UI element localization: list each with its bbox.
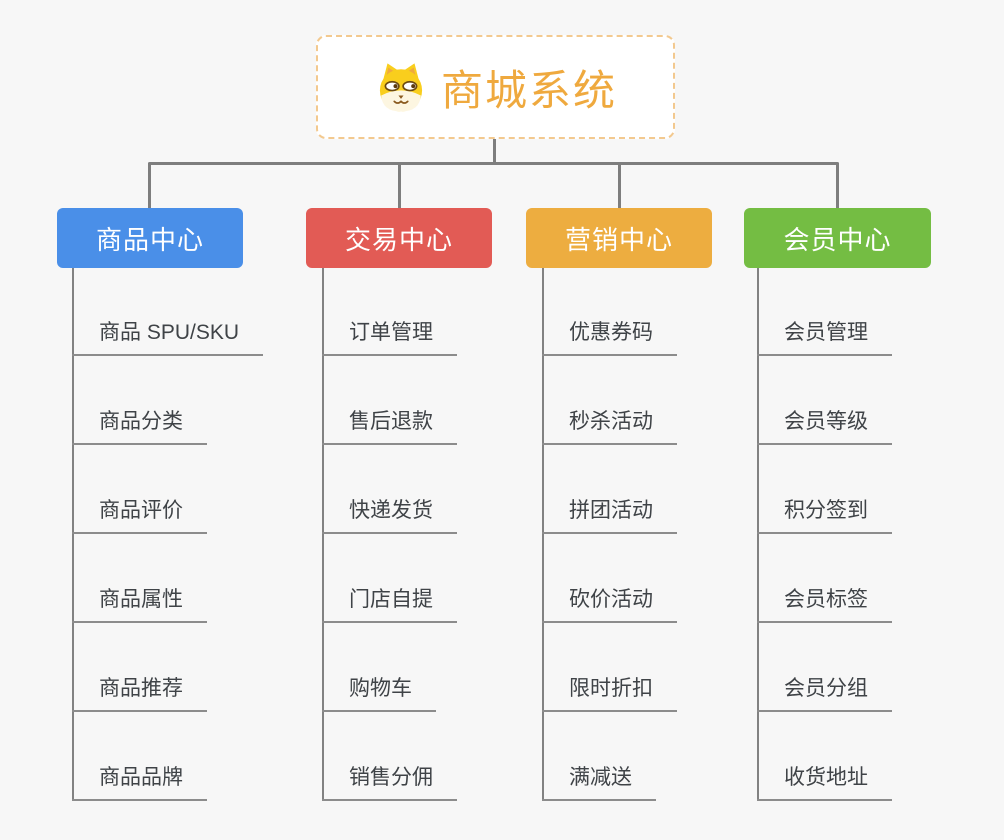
leaf-node[interactable]: 商品品牌 [72,766,207,801]
leaf-node[interactable]: 购物车 [322,677,436,712]
connector-spine-1 [72,268,74,801]
branch-items-column-trade: 订单管理 售后退款 快递发货 门店自提 购物车 销售分佣 [322,321,457,801]
leaf-node[interactable]: 会员分组 [757,677,892,712]
branch-node-product-center[interactable]: 商品中心 [57,208,243,268]
connector-root-stem [493,139,496,163]
leaf-node[interactable]: 订单管理 [322,321,457,356]
root-title: 商城系统 [440,66,617,114]
leaf-node[interactable]: 商品推荐 [72,677,207,712]
connector-bus [148,162,839,165]
branch-node-marketing-center[interactable]: 营销中心 [526,208,712,268]
connector-leg-1 [148,163,151,209]
branch-node-member-center[interactable]: 会员中心 [744,208,931,268]
leaf-node[interactable]: 会员标签 [757,588,892,623]
branch-node-trade-center[interactable]: 交易中心 [306,208,492,268]
leaf-node[interactable]: 商品 SPU/SKU [72,321,264,356]
leaf-node[interactable]: 拼团活动 [542,499,677,534]
leaf-node[interactable]: 商品分类 [72,410,207,445]
leaf-node[interactable]: 秒杀活动 [542,410,677,445]
connector-spine-2 [322,268,324,801]
leaf-node[interactable]: 门店自提 [322,588,457,623]
leaf-node[interactable]: 商品评价 [72,499,207,534]
leaf-node[interactable]: 砍价活动 [542,588,677,623]
leaf-node[interactable]: 限时折扣 [542,677,677,712]
connector-leg-2 [398,163,401,209]
branch-items-column-marketing: 优惠券码 秒杀活动 拼团活动 砍价活动 限时折扣 满减送 [542,321,677,801]
connector-spine-4 [757,268,759,801]
connector-leg-4 [836,163,839,209]
leaf-node[interactable]: 售后退款 [322,410,457,445]
dog-icon [379,63,423,112]
leaf-node[interactable]: 会员等级 [757,410,892,445]
root-node[interactable]: 商城系统 [316,35,675,139]
leaf-node[interactable]: 会员管理 [757,321,892,356]
branch-items-column-member: 会员管理 会员等级 积分签到 会员标签 会员分组 收货地址 [757,321,892,801]
leaf-node[interactable]: 优惠券码 [542,321,677,356]
leaf-node[interactable]: 商品属性 [72,588,207,623]
leaf-node[interactable]: 收货地址 [757,766,892,801]
connector-spine-3 [542,268,544,801]
branch-items-column-product: 商品 SPU/SKU 商品分类 商品评价 商品属性 商品推荐 商品品牌 [72,321,264,801]
leaf-node[interactable]: 销售分佣 [322,766,457,801]
leaf-node[interactable]: 积分签到 [757,499,892,534]
leaf-node[interactable]: 快递发货 [322,499,457,534]
leaf-node[interactable]: 满减送 [542,766,656,801]
connector-leg-3 [618,163,621,209]
